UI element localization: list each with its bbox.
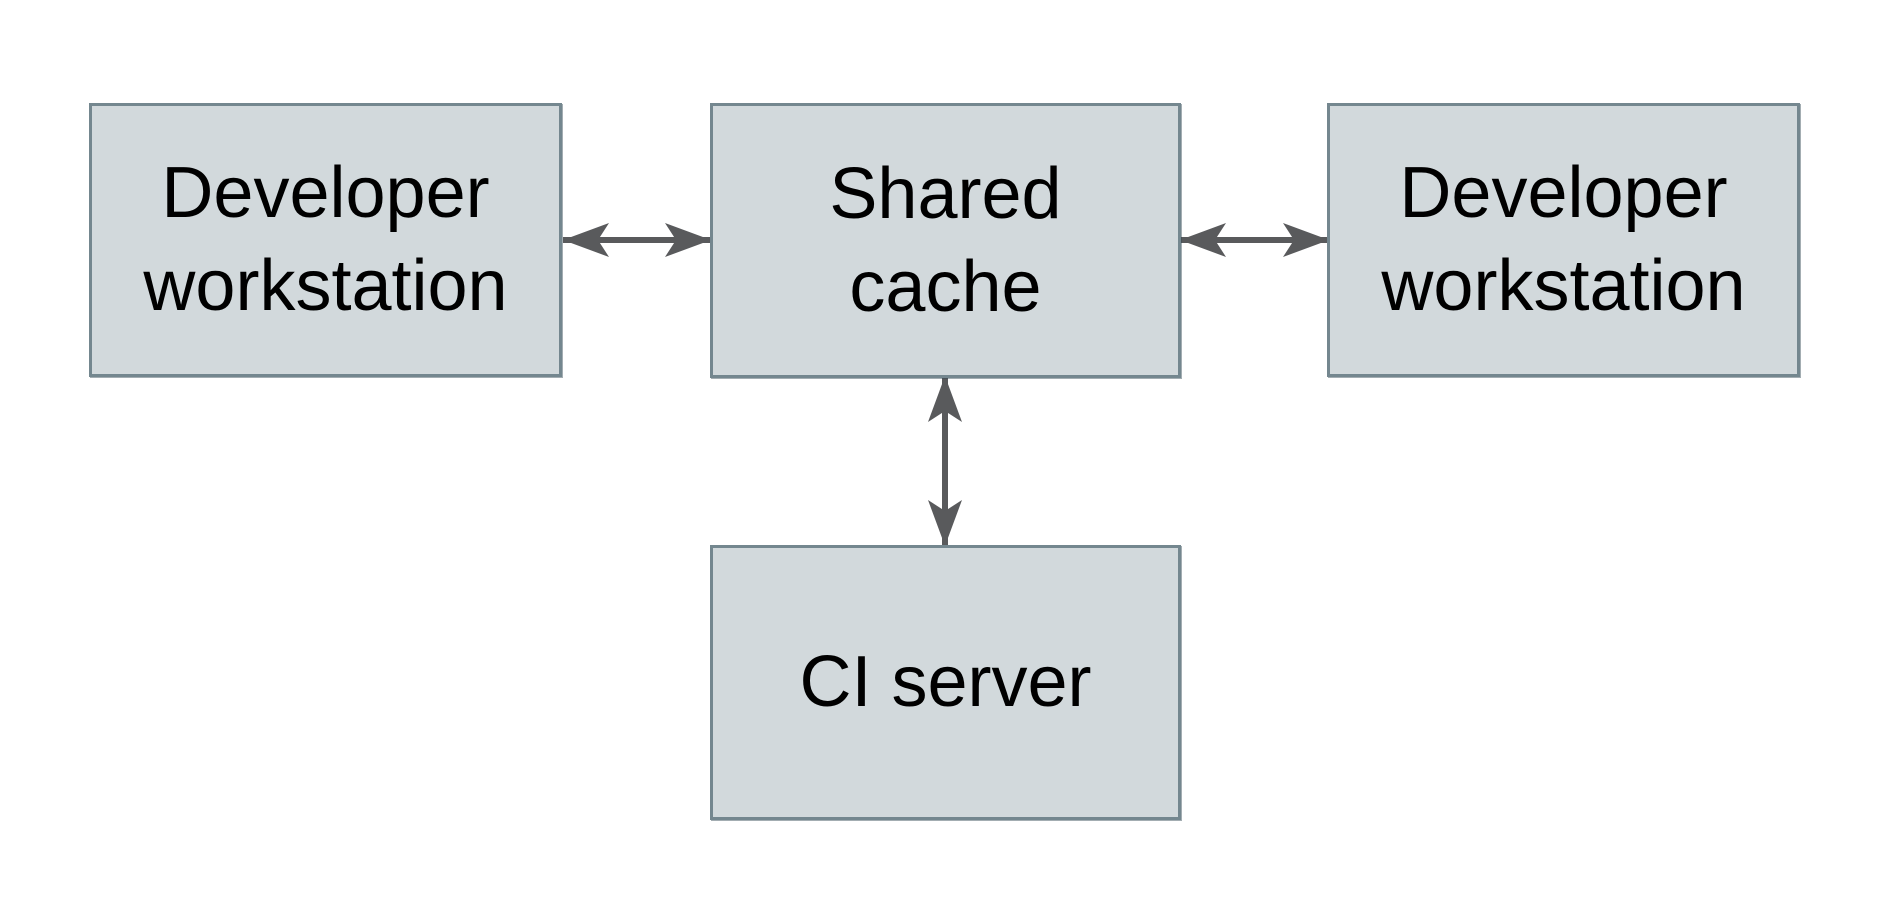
node-label: Developer workstation: [1381, 147, 1745, 333]
node-label-line: workstation: [1381, 246, 1746, 326]
node-label-line: Shared: [829, 153, 1062, 234]
node-label-line: CI server: [799, 642, 1092, 722]
node-developer-workstation-left: Developer workstation: [89, 103, 562, 377]
node-developer-workstation-right: Developer workstation: [1327, 103, 1800, 377]
node-label: Developer workstation: [143, 147, 507, 333]
node-label-line: workstation: [143, 246, 508, 326]
node-label-line: cache: [849, 246, 1042, 327]
node-label-line: Developer: [1399, 153, 1728, 233]
node-shared-cache: Shared cache: [710, 103, 1181, 378]
node-label-line: Developer: [161, 153, 490, 233]
node-label: CI server: [799, 636, 1091, 729]
node-label: Shared cache: [829, 148, 1061, 334]
node-ci-server: CI server: [710, 545, 1181, 820]
